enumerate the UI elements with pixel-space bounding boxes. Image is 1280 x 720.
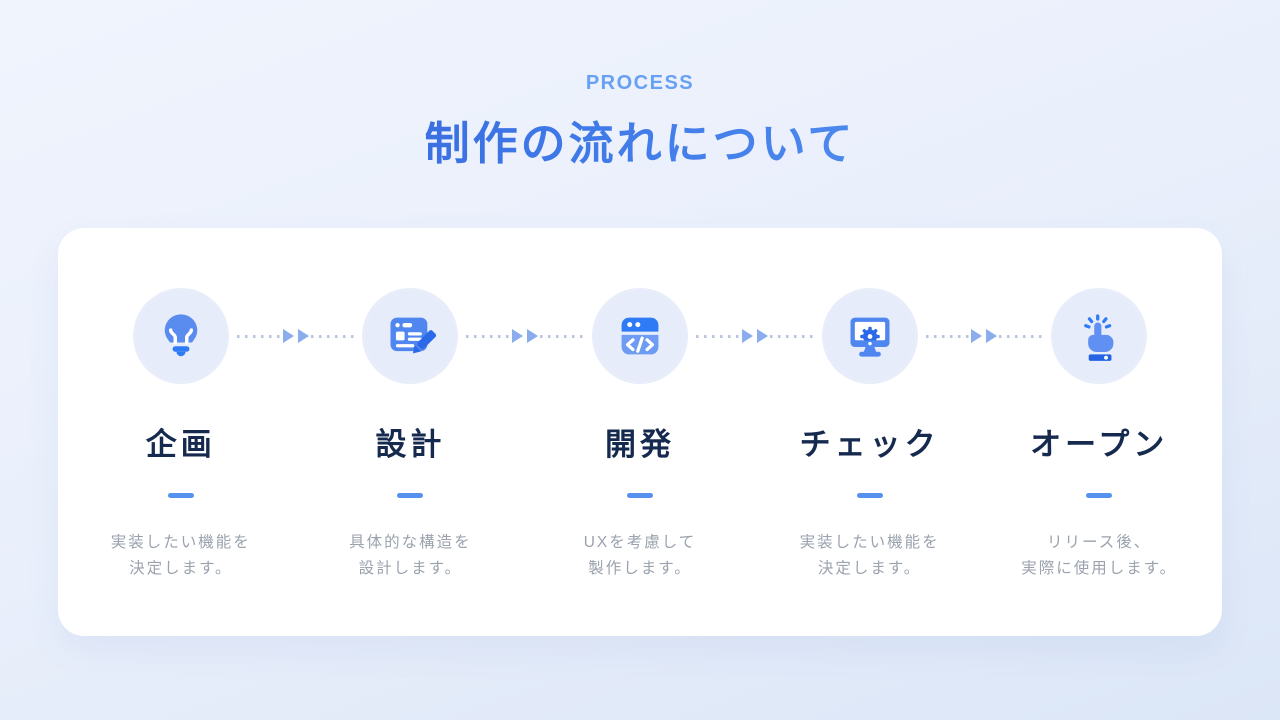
- step-description: リリース後、 実際に使用します。: [1021, 534, 1178, 577]
- step-icon-circle: [1051, 288, 1148, 384]
- step-connector-arrow: [466, 328, 584, 344]
- step-divider: [626, 493, 653, 498]
- step-description: 実装したい機能を 決定します。: [799, 534, 940, 577]
- arrow-right-icon: [512, 329, 524, 343]
- document-pencil-icon: [390, 317, 437, 354]
- step-description: 具体的な構造を 設計します。: [349, 534, 472, 577]
- step-description: 実装したい機能を 決定します。: [110, 534, 251, 577]
- step-connector-arrow: [236, 328, 355, 344]
- step-title: 設計: [375, 427, 446, 462]
- step-divider: [167, 493, 194, 498]
- arrow-right-icon: [527, 329, 539, 343]
- process-step-4: チェック 実装したい機能を 決定します。: [755, 288, 1044, 636]
- step-connector-arrow: [925, 328, 1044, 344]
- step-icon-circle: [362, 288, 459, 384]
- code-window-icon: [621, 317, 659, 355]
- connector-dotted-line: [310, 334, 355, 338]
- arrow-right-icon: [741, 329, 753, 343]
- connector-dotted-line: [695, 334, 740, 338]
- step-connector-arrow: [695, 328, 814, 344]
- click-hand-icon: [1084, 314, 1114, 361]
- step-icon-circle: [591, 288, 688, 384]
- step-icon-circle: [821, 288, 918, 384]
- page-title: 制作の流れについて: [0, 107, 1280, 172]
- step-title: 企画: [145, 427, 216, 462]
- step-divider: [1086, 493, 1113, 498]
- connector-dotted-line: [769, 334, 814, 338]
- slide-header: PROCESS 制作の流れについて: [0, 0, 1280, 172]
- eyebrow-label: PROCESS: [585, 72, 695, 94]
- process-step-3: 開発 UXを考慮して 製作します。: [525, 288, 814, 636]
- monitor-gear-icon: [850, 317, 890, 357]
- step-title: チェック: [799, 427, 940, 462]
- process-card: 企画 実装したい機能を 決定します。: [58, 228, 1222, 636]
- arrow-right-icon: [756, 329, 768, 343]
- connector-dotted-line: [236, 334, 281, 338]
- arrow-right-icon: [986, 329, 998, 343]
- arrow-right-icon: [297, 329, 309, 343]
- step-title: オープン: [1030, 427, 1169, 462]
- connector-dotted-line: [999, 334, 1044, 338]
- arrow-right-icon: [971, 329, 983, 343]
- step-icon-circle: [132, 288, 229, 384]
- connector-dotted-line: [540, 334, 584, 338]
- step-divider: [856, 493, 883, 498]
- process-step-2: 設計 具体的な構造を 設計します。: [296, 288, 584, 636]
- process-step-5: オープン リリース後、 実際に使用します。: [984, 288, 1214, 636]
- step-divider: [397, 493, 424, 498]
- arrow-right-icon: [282, 329, 294, 343]
- connector-dotted-line: [925, 334, 970, 338]
- step-description: UXを考慮して 製作します。: [583, 534, 697, 577]
- lightbulb-icon: [164, 314, 198, 357]
- process-step-1: 企画 実装したい機能を 決定します。: [66, 288, 355, 636]
- connector-dotted-line: [466, 334, 511, 338]
- step-title: 開発: [604, 427, 675, 462]
